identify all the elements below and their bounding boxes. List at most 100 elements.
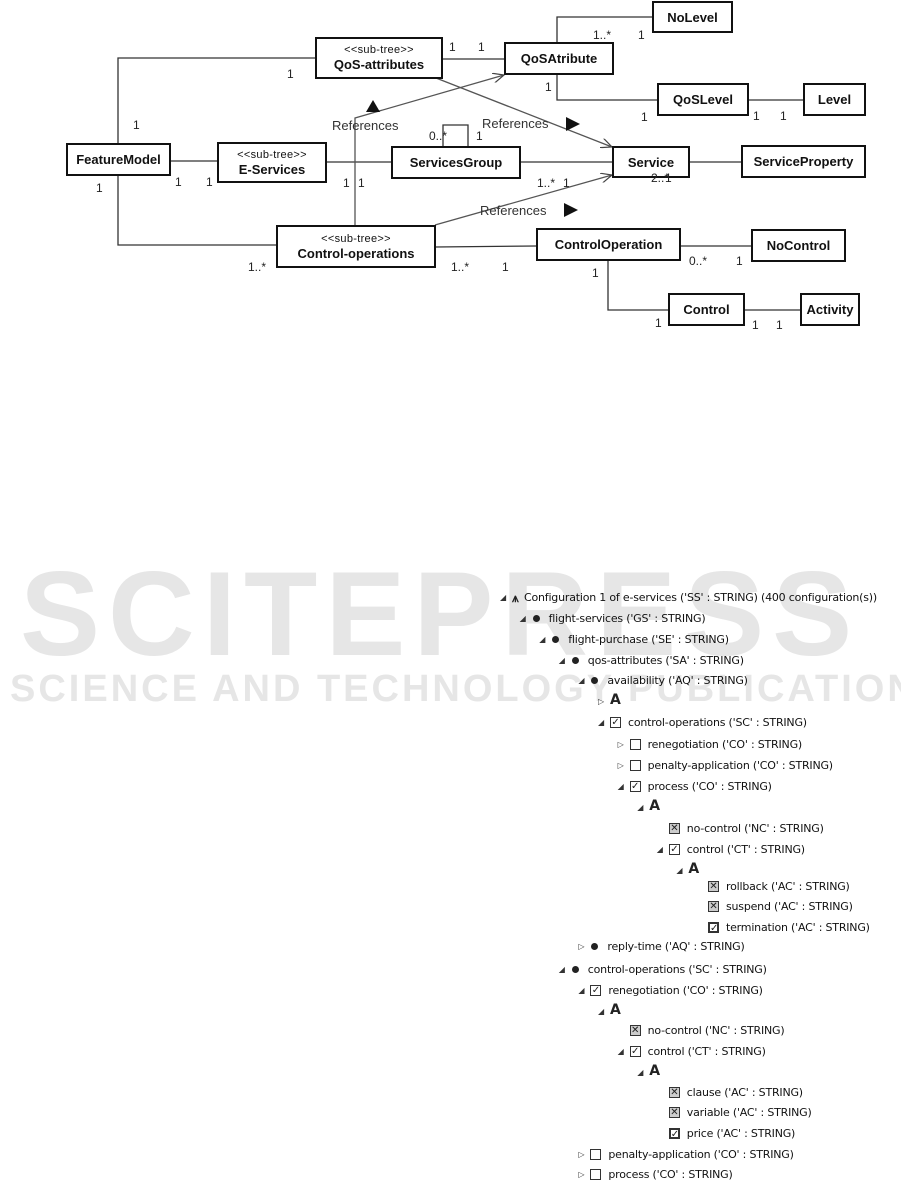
class-service: Service: [612, 146, 690, 178]
multiplicity-label: 0..*: [689, 254, 708, 268]
class-name: QoSLevel: [673, 92, 733, 107]
expanded-triangle-icon[interactable]: ◢: [637, 1068, 644, 1077]
class-name: FeatureModel: [76, 152, 161, 167]
multiplicity-label: 1: [641, 110, 648, 124]
feature-group-icon: A: [610, 1002, 621, 1018]
stereotype: <<sub-tree>>: [237, 148, 307, 161]
feature-dot-icon: [552, 636, 560, 643]
expanded-triangle-icon[interactable]: ◢: [656, 845, 663, 854]
checkbox-excluded-icon[interactable]: ✕: [708, 881, 719, 892]
checkbox-excluded-icon[interactable]: ✕: [629, 1025, 641, 1036]
ref-control-service: [434, 175, 612, 226]
collapsed-triangle-icon[interactable]: ▷: [578, 1150, 585, 1159]
multiplicity-label: 1: [753, 109, 760, 123]
tree-item-label: termination ('AC' : STRING): [726, 921, 870, 934]
tree-item-label: flight-services ('GS' : STRING): [548, 612, 706, 625]
multiplicity-label: 1..*: [248, 260, 267, 274]
multiplicity-label: 1: [592, 266, 599, 280]
class-controloperation: ControlOperation: [536, 228, 681, 261]
multiplicity-label: 1: [563, 176, 570, 190]
direction-triangle-right-icon: [564, 203, 578, 217]
assoc-featuremodel-control: [117, 175, 276, 246]
feature-dot-icon: [571, 966, 579, 973]
expanded-triangle-icon[interactable]: ◢: [558, 656, 565, 665]
multiplicity-label: 1: [665, 171, 672, 185]
checkbox-checked-icon[interactable]: ✓: [610, 717, 621, 728]
collapsed-triangle-icon[interactable]: ▷: [578, 942, 585, 951]
feature-group-icon: A: [688, 861, 700, 877]
expanded-triangle-icon[interactable]: ◢: [500, 593, 506, 602]
tree-item-label: control ('CT' : STRING): [647, 1045, 766, 1058]
multiplicity-label: 1: [287, 67, 294, 81]
tree-item-label: reply-time ('AQ' : STRING): [607, 940, 745, 953]
assoc-qosatribute-qoslevel: [556, 74, 657, 101]
expanded-triangle-icon[interactable]: ◢: [617, 782, 624, 791]
collapsed-triangle-icon[interactable]: ▷: [578, 1170, 585, 1179]
checkbox-excluded-icon[interactable]: ✕: [668, 1087, 680, 1098]
direction-triangle-up-icon: [366, 100, 380, 112]
feature-dot-icon: [571, 657, 579, 664]
multiplicity-label: 1: [478, 40, 485, 54]
tree-item-label: renegotiation ('CO' : STRING): [608, 984, 763, 997]
class-servicesgroup: ServicesGroup: [391, 146, 521, 179]
class-name: Level: [817, 92, 852, 107]
expanded-triangle-icon[interactable]: ◢: [598, 718, 604, 727]
class-name: ServicesGroup: [409, 155, 503, 170]
expanded-triangle-icon[interactable]: ◢: [539, 635, 546, 644]
collapsed-triangle-icon[interactable]: ▷: [617, 740, 624, 749]
checkbox-checked-icon[interactable]: ✓: [590, 985, 602, 996]
feature-group-icon: A: [649, 1063, 660, 1079]
checkbox-excluded-icon[interactable]: ✕: [668, 1107, 680, 1118]
multiplicity-label: 1: [502, 260, 509, 274]
checkbox-unchecked-icon[interactable]: [629, 739, 641, 750]
ref-control-qosatribute: [354, 75, 504, 225]
expanded-triangle-icon[interactable]: ◢: [519, 614, 526, 623]
direction-triangle-right-icon: [566, 117, 580, 131]
expanded-triangle-icon[interactable]: ◢: [598, 1007, 604, 1016]
expanded-triangle-icon[interactable]: ◢: [558, 965, 565, 974]
expanded-triangle-icon[interactable]: ◢: [637, 803, 644, 812]
class-name: QoS-attributes: [333, 57, 425, 72]
multiplicity-label: 1: [736, 254, 743, 268]
assoc-featuremodel-qos: [117, 57, 315, 143]
checkbox-checked-icon[interactable]: ✓: [668, 844, 680, 855]
class-featuremodel: FeatureModel: [66, 143, 171, 176]
checkbox-checked-icon[interactable]: ✓: [629, 781, 641, 792]
multiplicity-label: 1: [449, 40, 456, 54]
multiplicity-label: 1: [776, 318, 783, 332]
expanded-triangle-icon[interactable]: ◢: [676, 866, 683, 875]
collapsed-triangle-icon[interactable]: ▷: [598, 697, 604, 706]
diagram-connectors: [117, 16, 803, 311]
class-name: Control-operations: [297, 245, 415, 261]
checkbox-checked-icon[interactable]: ✓: [668, 1128, 680, 1140]
expanded-triangle-icon[interactable]: ◢: [578, 986, 585, 995]
collapsed-triangle-icon[interactable]: ▷: [617, 761, 624, 770]
tree-item-label: clause ('AC' : STRING): [686, 1086, 803, 1099]
checkbox-excluded-icon[interactable]: ✕: [708, 901, 719, 912]
tree-item-label: price ('AC' : STRING): [686, 1127, 796, 1140]
multiplicity-label: 1: [343, 176, 350, 190]
feature-dot-icon: [532, 615, 540, 622]
multiplicity-label: 1: [638, 28, 645, 42]
checkbox-unchecked-icon[interactable]: [629, 760, 641, 771]
class-name: ServiceProperty: [753, 154, 854, 169]
multiplicity-label: 1: [780, 109, 787, 123]
checkbox-checked-icon[interactable]: ✓: [629, 1046, 641, 1057]
tree-item-label: qos-attributes ('SA' : STRING): [587, 654, 744, 667]
tree-item-label: control-operations ('SC' : STRING): [587, 963, 767, 976]
expanded-triangle-icon[interactable]: ◢: [578, 676, 585, 685]
class-e-services: <<sub-tree>>E-Services: [217, 142, 327, 183]
checkbox-unchecked-icon[interactable]: [590, 1169, 602, 1180]
references-label: References: [482, 116, 549, 131]
class-name: E-Services: [238, 161, 306, 177]
checkbox-excluded-icon[interactable]: ✕: [668, 823, 680, 834]
expanded-triangle-icon[interactable]: ◢: [617, 1047, 624, 1056]
feature-dot-icon: [591, 677, 599, 684]
class-control-operations: <<sub-tree>>Control-operations: [276, 225, 436, 268]
multiplicity-label: 1: [545, 80, 552, 94]
checkbox-checked-icon[interactable]: ✓: [708, 922, 719, 934]
assoc-qosatribute-nolevel: [556, 16, 652, 42]
multiplicity-label: 1: [752, 318, 759, 332]
checkbox-unchecked-icon[interactable]: [590, 1149, 602, 1160]
